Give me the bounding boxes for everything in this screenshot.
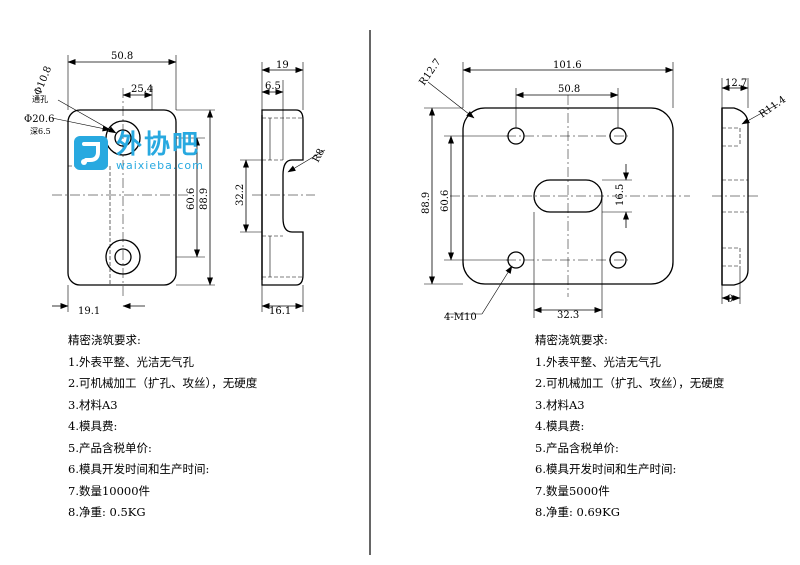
left-dim-height-outer: 88.9	[199, 188, 210, 210]
left-side-dim-slot: 32.2	[235, 184, 246, 206]
left-req-item: 7.数量10000件	[68, 483, 151, 498]
right-side-dim-radius: R11.4	[757, 94, 788, 120]
left-req-item: 8.净重: 0.5KG	[68, 505, 146, 519]
right-dim-height-inner: 60.6	[440, 190, 451, 212]
right-req-item: 2.可机械加工（扩孔、攻丝），无硬度	[535, 376, 725, 390]
left-dim-bottom: 19.1	[78, 306, 100, 317]
right-dim-height-outer: 88.9	[421, 192, 432, 214]
right-req-item: 7.数量5000件	[535, 483, 610, 498]
left-top-view: 50.8 25.4 60.6 88.9 19.1 Φ10.8 通孔 Φ20.6 …	[24, 51, 215, 317]
right-requirements: 精密浇筑要求: 1.外表平整、光洁无气孔 2.可机械加工（扩孔、攻丝），无硬度 …	[535, 330, 724, 524]
right-side-view: 12.7 R11.4 9	[712, 78, 788, 305]
logo-mark-icon	[74, 136, 108, 170]
right-req-title: 精密浇筑要求:	[535, 333, 608, 347]
left-req-item: 6.模具开发时间和生产时间:	[68, 462, 210, 476]
right-dim-slot-offset: 32.3	[557, 310, 579, 321]
right-req-item: 5.产品含税单价:	[535, 440, 619, 455]
left-note-cbore-dia: Φ20.6	[24, 114, 54, 125]
right-note-thread: 4-M10	[444, 312, 477, 323]
left-note-hole-dia: Φ10.8	[33, 65, 55, 97]
right-side-outline	[721, 107, 749, 286]
left-req-title: 精密浇筑要求:	[68, 333, 141, 347]
watermark-sub-text: waixieba.com	[116, 159, 204, 172]
left-side-outline	[261, 109, 304, 286]
right-dim-corner-radius: R12.7	[417, 57, 443, 88]
left-req-item: 5.产品含税单价:	[68, 440, 152, 455]
left-plate-outline	[67, 109, 177, 286]
left-requirements: 精密浇筑要求: 1.外表平整、光洁无气孔 2.可机械加工（扩孔、攻丝），无硬度 …	[68, 330, 257, 524]
right-top-view: 101.6 50.8 R12.7 88.9 60.6 16.5 32.3 4-M…	[417, 57, 690, 323]
left-req-item: 4.模具费:	[68, 419, 118, 433]
left-side-dim-bottom: 16.1	[269, 306, 291, 317]
right-dim-width: 101.6	[553, 60, 582, 71]
left-dim-height-inner: 60.6	[186, 188, 197, 210]
left-side-dim-top: 19	[276, 60, 289, 71]
right-dim-hole-spacing: 50.8	[558, 84, 580, 95]
right-req-item: 3.材料A3	[535, 397, 585, 412]
right-side-dim-top: 12.7	[725, 78, 747, 89]
right-req-item: 1.外表平整、光洁无气孔	[535, 354, 661, 369]
left-side-view: 19 6.5 32.2 R8 16.1	[235, 60, 327, 317]
left-dim-width: 50.8	[111, 51, 133, 62]
right-dim-slot-width: 16.5	[615, 184, 626, 206]
watermark-logo: 外协吧 waixieba.com	[72, 130, 212, 176]
left-req-item: 2.可机械加工（扩孔、攻丝），无硬度	[68, 376, 258, 390]
right-req-item: 4.模具费:	[535, 419, 585, 433]
left-req-item: 3.材料A3	[68, 397, 118, 412]
left-note-hole-type: 通孔	[32, 94, 48, 104]
left-req-item: 1.外表平整、光洁无气孔	[68, 354, 194, 369]
watermark-main-text: 外协吧	[116, 130, 201, 160]
left-side-dim-radius: R8	[311, 147, 327, 164]
right-side-dim-bottom: 9	[727, 294, 733, 305]
left-note-cbore-depth: 深6.5	[30, 127, 51, 136]
left-side-dim-step: 6.5	[265, 81, 281, 92]
right-req-item: 8.净重: 0.69KG	[535, 505, 620, 519]
right-req-item: 6.模具开发时间和生产时间:	[535, 462, 677, 476]
left-dim-hole-spacing: 25.4	[131, 84, 153, 95]
